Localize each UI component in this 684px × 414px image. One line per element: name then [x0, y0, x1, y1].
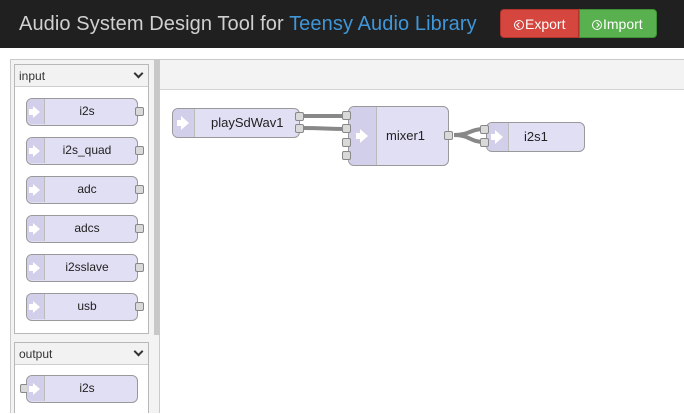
palette-scrollbar[interactable] [154, 60, 159, 335]
palette-node-label: usb [77, 299, 97, 313]
workspace-tab-bar [160, 60, 684, 90]
category-header-output[interactable]: output [15, 343, 148, 365]
import-button[interactable]: Import [579, 9, 657, 38]
output-port[interactable] [135, 107, 144, 116]
input-port[interactable] [342, 111, 351, 120]
input-arrow-icon [356, 129, 368, 143]
node-palette: input i2s i2s_quad adc adcs i2sslave [10, 59, 160, 413]
wire-playsdwav1-mixer1-1[interactable] [302, 126, 348, 131]
input-arrow-icon [29, 184, 40, 196]
output-port[interactable] [135, 302, 144, 311]
palette-category-input: input i2s i2s_quad adc adcs i2sslave [14, 64, 149, 334]
export-label: Export [525, 16, 566, 32]
export-icon [514, 20, 524, 30]
input-port[interactable] [342, 138, 351, 147]
flow-node-mixer1[interactable]: mixer1 [342, 106, 453, 166]
node-tab [487, 123, 509, 151]
output-port[interactable] [295, 112, 304, 121]
input-arrow-icon [29, 223, 40, 235]
palette-node-i2s-output[interactable]: i2s [20, 375, 138, 403]
flow-node-playsdwav1[interactable]: playSdWav1 [172, 108, 304, 138]
palette-node-label: i2s [79, 381, 95, 395]
node-tab [173, 109, 195, 137]
input-port[interactable] [342, 151, 351, 160]
palette-node-label: i2sslave [65, 260, 109, 274]
input-arrow-icon [29, 383, 40, 395]
flow-node-label: mixer1 [386, 128, 426, 143]
palette-node-adc[interactable]: adc [26, 176, 144, 204]
app-title: Audio System Design Tool for Teensy Audi… [19, 13, 477, 36]
chevron-down-icon[interactable] [133, 346, 144, 357]
import-icon [592, 20, 602, 30]
workspace[interactable]: playSdWav1 mixer1 i2s1 [160, 59, 684, 413]
output-port[interactable] [135, 263, 144, 272]
app-title-prefix: Audio System Design Tool for [19, 13, 290, 35]
node-tab [349, 107, 377, 165]
node-tab [27, 216, 45, 241]
palette-node-adcs[interactable]: adcs [26, 215, 144, 243]
node-tab [27, 255, 45, 280]
node-tab [27, 99, 45, 124]
node-tab [27, 294, 45, 319]
input-arrow-icon [491, 130, 503, 144]
flow-node-i2s1[interactable]: i2s1 [480, 122, 585, 152]
input-port[interactable] [480, 125, 489, 134]
flow-node-label: i2s1 [524, 129, 548, 144]
header-bar: Audio System Design Tool for Teensy Audi… [0, 0, 684, 48]
chevron-down-icon[interactable] [133, 68, 144, 79]
node-tab [27, 376, 45, 401]
palette-node-i2s[interactable]: i2s [26, 98, 144, 126]
input-arrow-icon [29, 262, 40, 274]
node-tab [27, 177, 45, 202]
input-arrow-icon [29, 106, 40, 118]
output-port[interactable] [135, 146, 144, 155]
category-header-input[interactable]: input [15, 65, 148, 87]
palette-node-label: i2s [79, 104, 95, 118]
palette-node-usb[interactable]: usb [26, 293, 144, 321]
palette-node-i2sslave[interactable]: i2sslave [26, 254, 144, 282]
output-port[interactable] [135, 224, 144, 233]
output-port[interactable] [444, 131, 453, 140]
app-title-brand: Teensy Audio Library [289, 13, 477, 35]
palette-category-output: output i2s [14, 342, 149, 413]
input-arrow-icon [177, 116, 189, 130]
input-arrow-icon [29, 301, 40, 313]
input-port[interactable] [480, 138, 489, 147]
palette-node-label: adcs [74, 221, 100, 235]
output-port[interactable] [295, 124, 304, 133]
export-button[interactable]: Export [500, 9, 579, 38]
import-label: Import [603, 16, 643, 32]
flow-node-label: playSdWav1 [211, 115, 284, 130]
input-arrow-icon [29, 145, 40, 157]
node-tab [27, 138, 45, 163]
palette-node-label: i2s_quad [62, 143, 112, 157]
palette-node-i2s-quad[interactable]: i2s_quad [26, 137, 144, 165]
output-port[interactable] [135, 185, 144, 194]
category-label-output: output [19, 347, 53, 361]
input-port[interactable] [342, 124, 351, 133]
palette-node-label: adc [77, 182, 97, 196]
category-label-input: input [19, 69, 46, 83]
